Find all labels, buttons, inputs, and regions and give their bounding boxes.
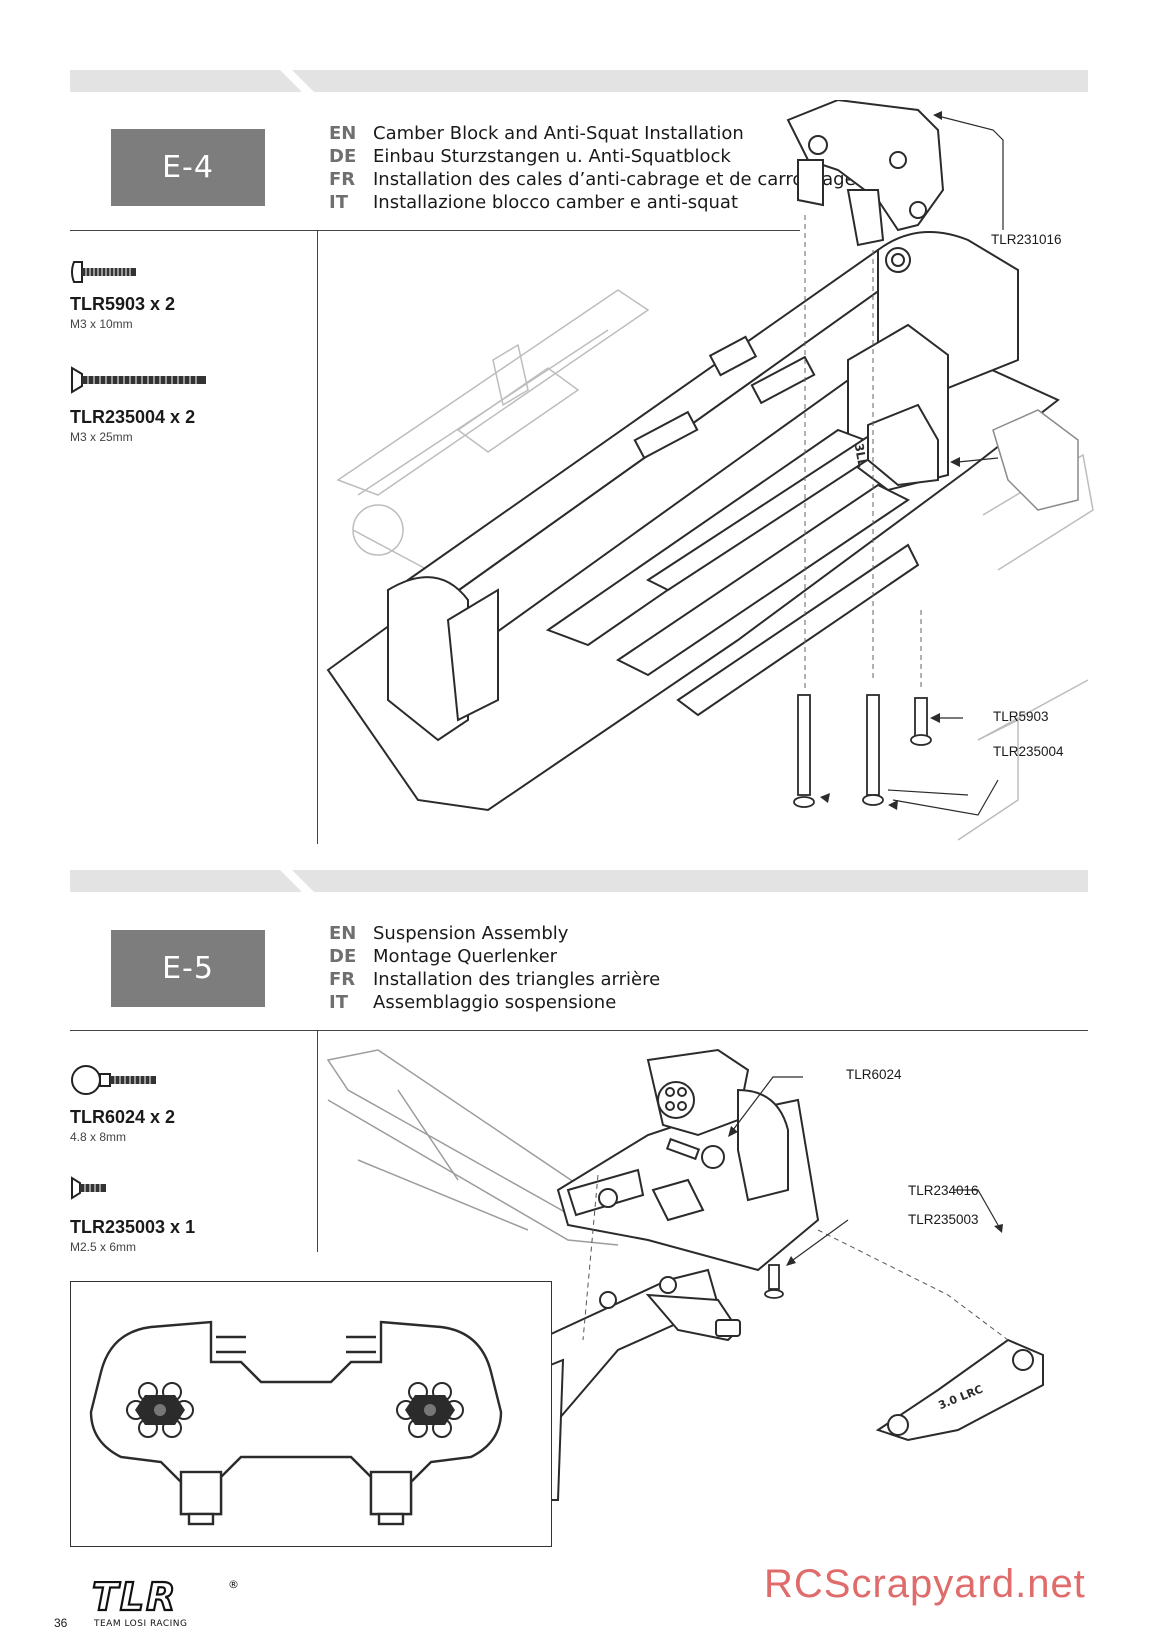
part-entry: TLR235003 x 1 M2.5 x 6mm	[70, 1217, 300, 1254]
ball-stud-icon	[71, 1065, 156, 1095]
callout-label: TLR6024	[846, 1067, 902, 1082]
part-dimensions: M2.5 x 6mm	[70, 1240, 137, 1254]
svg-text:TLR: TLR	[92, 1575, 177, 1619]
instruction-en: Suspension Assembly	[373, 923, 569, 944]
step-number-box: E-5	[111, 930, 265, 1007]
part-dimensions: M3 x 25mm	[70, 430, 133, 444]
divider	[317, 230, 318, 844]
part-id: TLR6024 x 2	[70, 1107, 176, 1127]
callout-label: TLR5903	[993, 709, 1049, 724]
header-bar	[70, 70, 1088, 92]
svg-text:TEAM LOSI RACING: TEAM LOSI RACING	[93, 1619, 188, 1629]
brand-logo-icon: TLR ® TEAM LOSI RACING	[91, 1574, 239, 1629]
svg-text:®: ®	[228, 1578, 239, 1591]
chassis-assembly-drawing: 3LL	[326, 100, 1094, 841]
divider	[70, 1030, 1088, 1031]
callout-label: TLR234016	[908, 1183, 979, 1198]
instruction-text: EN Camber Block and Anti-Squat Installati…	[329, 122, 856, 214]
suspension-assembly-drawing: 3.0 LRC	[326, 1048, 1044, 1501]
part-mark: 3LL	[852, 442, 870, 468]
part-dimensions: M3 x 10mm	[70, 317, 133, 331]
hex-nut-icon	[396, 1382, 464, 1438]
lang-code: EN	[329, 923, 357, 944]
button-head-screw-icon	[71, 261, 136, 283]
hex-nut-icon	[126, 1382, 194, 1438]
lang-code: IT	[329, 192, 348, 213]
tlr-logo: TLR ® TEAM LOSI RACING	[86, 1574, 256, 1637]
detail-inset	[70, 1281, 552, 1547]
divider	[317, 1030, 318, 1252]
instruction-text: EN Suspension Assembly DE Montage Querlenk…	[329, 922, 660, 1014]
instruction-de: Einbau Sturzstangen u. Anti-Squatblock	[373, 146, 731, 167]
callout-label: TLR231016	[991, 232, 1062, 247]
divider	[70, 230, 800, 231]
instruction-en: Camber Block and Anti-Squat Installation	[373, 123, 744, 144]
page-number: 36	[54, 1616, 68, 1630]
watermark-text: RCScrapyard.net	[764, 1562, 1086, 1606]
flat-head-screw-icon	[71, 1176, 106, 1200]
instruction-it: Installazione blocco camber e anti-squat	[373, 192, 739, 213]
part-id: TLR235003 x 1	[70, 1217, 196, 1237]
lang-code: IT	[329, 992, 348, 1013]
callout-label: TLR235004	[993, 744, 1064, 759]
lang-code: DE	[329, 146, 357, 167]
part-entry: TLR5903 x 2 M3 x 10mm	[70, 294, 300, 331]
instruction-fr: Installation des cales d’anti-cabrage et…	[373, 169, 856, 190]
callout-label: TLR235003	[908, 1212, 979, 1227]
part-id: TLR235004 x 2	[70, 407, 196, 427]
part-dimensions: 4.8 x 8mm	[70, 1130, 127, 1144]
part-entry: TLR6024 x 2 4.8 x 8mm	[70, 1107, 300, 1144]
instruction-fr: Installation des triangles arrière	[373, 969, 661, 990]
camber-block-detail-drawing	[89, 1320, 503, 1526]
flat-head-screw-icon	[71, 366, 206, 394]
lang-code: FR	[329, 169, 356, 190]
instruction-de: Montage Querlenker	[373, 946, 558, 967]
lang-code: EN	[329, 123, 357, 144]
step-number-box: E-4	[111, 129, 265, 206]
part-entry: TLR235004 x 2 M3 x 25mm	[70, 407, 300, 444]
instruction-it: Assemblaggio sospensione	[373, 992, 617, 1013]
lang-code: FR	[329, 969, 356, 990]
header-bar	[70, 870, 1088, 892]
lang-code: DE	[329, 946, 357, 967]
part-id: TLR5903 x 2	[70, 294, 176, 314]
